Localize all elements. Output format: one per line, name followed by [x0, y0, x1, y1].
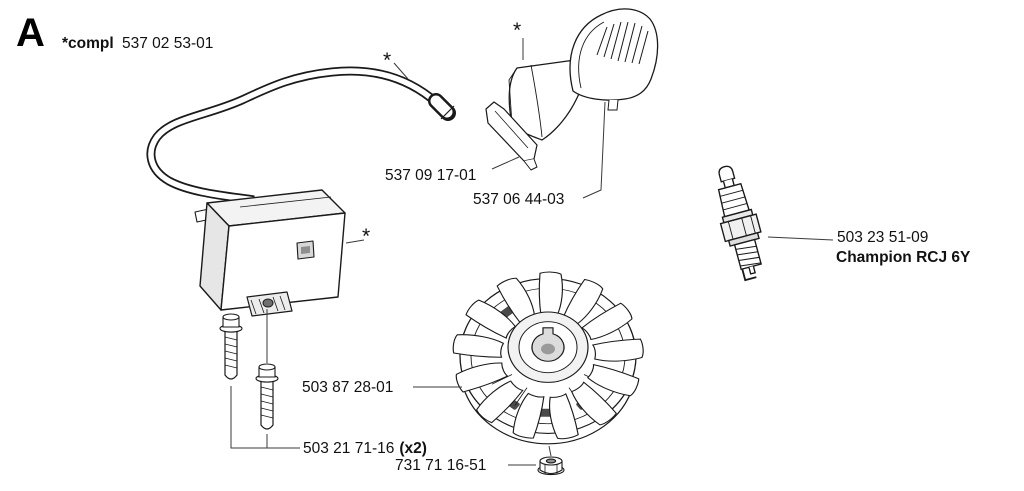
part-label-screws: 503 21 71-16(x2): [303, 440, 427, 458]
cover-vents: [596, 21, 649, 65]
air-guide-plate-drawing: [508, 59, 582, 141]
assembly-ref-prefix: *compl: [62, 35, 114, 52]
part-label-spark-plug-number: 503 23 51-09: [837, 229, 929, 246]
asterisk-marker-module: *: [362, 225, 371, 248]
ignition-module-drawing: [194, 189, 346, 317]
screw-part-number: 503 21 71-16: [303, 440, 395, 457]
assembly-ref-label: *compl 537 02 53-01: [62, 35, 213, 53]
mounting-screws-drawing: [219, 313, 279, 430]
part-label-spark-plug-name: Champion RCJ 6Y: [836, 249, 971, 266]
cover-drawing: [569, 8, 659, 111]
part-label-nut: 731 71 16-51: [395, 457, 487, 474]
screw-1: [219, 313, 243, 380]
flywheel-nut-drawing: [537, 456, 565, 476]
assembly-ref-number: 537 02 53-01: [122, 35, 214, 52]
part-label-flywheel: 503 87 28-01: [302, 379, 394, 396]
section-letter: A: [16, 11, 45, 55]
part-label-cover: 537 06 44-03: [473, 191, 565, 208]
screw-quantity: (x2): [399, 440, 427, 457]
spark-plug-threads: [735, 245, 761, 267]
asterisk-marker-wire: *: [383, 49, 392, 72]
air-guide-bracket-drawing: [485, 101, 538, 171]
asterisk-marker-guide: *: [513, 19, 522, 42]
screw-2: [255, 363, 279, 430]
flywheel-hub: [507, 311, 589, 383]
part-label-air-guide: 537 09 17-01: [385, 167, 477, 184]
flywheel-drawing: [451, 271, 646, 445]
leader-lines: [230, 38, 834, 466]
spark-plug-drawing: [717, 165, 762, 282]
spark-plug-lead-drawing: [146, 66, 456, 205]
